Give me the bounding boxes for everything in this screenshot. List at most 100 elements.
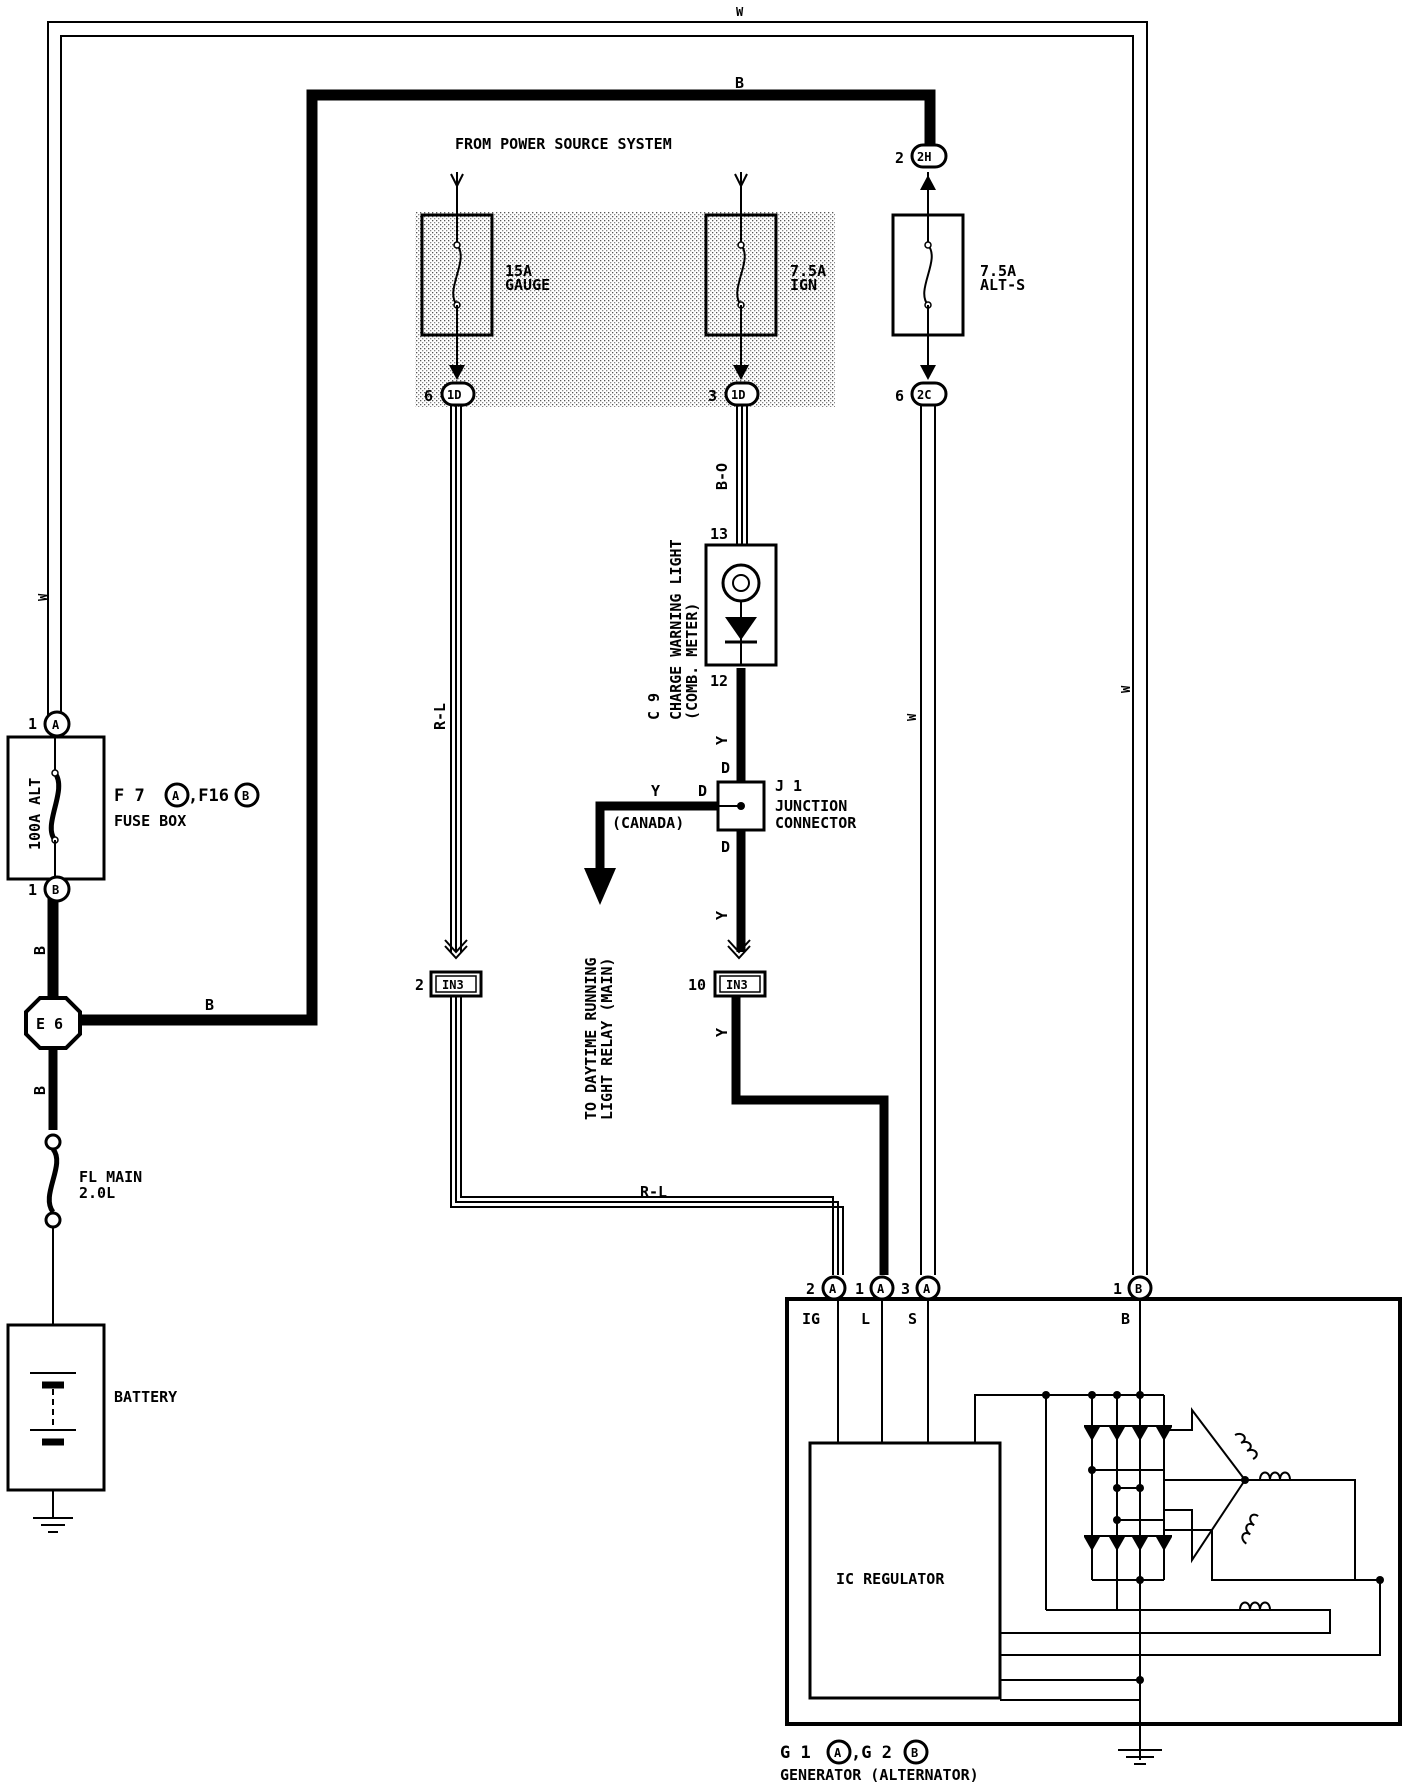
fusebox-conn-b-badge: [234, 782, 260, 808]
fusebox-fuse-label: 100A ALT: [26, 778, 44, 850]
generator-pins: [821, 1275, 1153, 1301]
drl-line2: LIGHT RELAY (MAIN): [598, 957, 616, 1120]
wire-label-b-e6: B: [205, 996, 214, 1014]
junction-part: J 1: [775, 777, 802, 795]
bo-wire: [736, 402, 748, 545]
gen-pin1-conn: A: [829, 1282, 837, 1296]
wire-label-w-b: W: [1119, 685, 1133, 693]
svg-text:10: 10: [688, 976, 706, 994]
drl-line1: TO DAYTIME RUNNING: [582, 957, 600, 1120]
fusebox-name: FUSE BOX: [114, 812, 186, 830]
svg-text:A: A: [52, 718, 60, 732]
gen-term-l: L: [861, 1310, 870, 1328]
charge-warning-light: [704, 543, 778, 667]
gen-term-ig: IG: [802, 1310, 820, 1328]
fusebox-pin-top: 1: [28, 715, 37, 733]
gen-part-sep: ,G 2: [851, 1743, 892, 1763]
gen-pin3-conn: A: [923, 1282, 931, 1296]
wire-label-rl-horiz: R-L: [640, 1183, 667, 1201]
wire-label-b-left1: B: [31, 946, 49, 955]
wire-label-w-s: W: [905, 713, 919, 721]
fuse-gauge: [420, 213, 494, 380]
generator-box: [785, 1297, 1402, 1726]
gen-term-b: B: [1121, 1310, 1130, 1328]
shaded-fuse-area: [415, 212, 835, 407]
rl-wire: [450, 402, 844, 1275]
svg-text:IN3: IN3: [442, 978, 464, 992]
junction-line2: CONNECTOR: [775, 814, 857, 832]
fuse-ign-name: IGN: [790, 276, 817, 294]
fusebox-pin-bot: 1: [28, 881, 37, 899]
svg-text:2: 2: [895, 149, 904, 167]
gen-conn-a-badge: [826, 1739, 852, 1765]
junction-pin-bot: D: [721, 838, 730, 856]
svg-text:E 6: E 6: [36, 1015, 63, 1033]
gen-conn-b-badge: [903, 1739, 929, 1765]
fusebox-conn-a-badge: [164, 782, 190, 808]
drl-arrow-icon: [584, 868, 616, 905]
wire-label-y2: Y: [713, 911, 731, 920]
warning-light-name: CHARGE WARNING LIGHT: [667, 539, 685, 720]
gen-part1: G 1: [780, 1743, 811, 1763]
fusebox-conn-a: A: [172, 789, 180, 803]
fusebox-part-sep: ,F16: [188, 786, 229, 806]
rectifier-diodes: [1084, 1427, 1172, 1551]
gen-pin1-num: 2: [806, 1280, 815, 1298]
wire-label-y-canada: Y: [651, 782, 660, 800]
warning-light-pin-top: 13: [710, 525, 728, 543]
warning-light-sub: (COMB. METER): [683, 603, 701, 720]
battery-label: BATTERY: [114, 1388, 177, 1406]
fuse-ign: [704, 213, 778, 380]
gen-conn-a: A: [834, 1746, 842, 1760]
svg-text:B: B: [52, 883, 59, 897]
fl-main-line1: FL MAIN: [79, 1168, 142, 1186]
gen-term-s: S: [908, 1310, 917, 1328]
svg-text:1D: 1D: [447, 388, 461, 402]
svg-text:6: 6: [895, 387, 904, 405]
fuse-alts-rating: 7.5A: [980, 262, 1016, 280]
gen-pin4-num: 1: [1113, 1280, 1122, 1298]
warning-light-pin-bot: 12: [710, 672, 728, 690]
ic-regulator-label: IC REGULATOR: [836, 1570, 945, 1588]
gen-pin4-conn: B: [1135, 1282, 1142, 1296]
gen-conn-b: B: [911, 1746, 918, 1760]
fuse-alts: [891, 172, 965, 380]
fusebox-part: F 7: [114, 786, 145, 806]
fuse-ign-rating: 7.5A: [790, 262, 826, 280]
stator-coils: [1234, 1433, 1291, 1611]
fuse-box-100a: A B: [6, 710, 106, 903]
rectifier-bars: [1084, 1425, 1172, 1537]
gen-name: GENERATOR (ALTERNATOR): [780, 1766, 979, 1784]
connector-1d-ign: 1D 3: [708, 381, 760, 407]
connector-1d-gauge: 1D 6: [424, 381, 476, 407]
in3-left: IN3 2: [415, 939, 483, 998]
connector-2c: 2C 6: [895, 381, 948, 407]
wire-label-rl-vert: R-L: [431, 703, 449, 730]
svg-text:3: 3: [708, 387, 717, 405]
junction-canada: (CANADA): [612, 814, 684, 832]
wire-label-w-left: W: [36, 593, 50, 601]
in3-right: IN3 10: [688, 939, 767, 998]
wire-label-y1: Y: [713, 736, 731, 745]
gen-pin2-conn: A: [877, 1282, 885, 1296]
power-feed-arrows: [450, 172, 748, 215]
wire-label-b-top: B: [735, 74, 744, 92]
fuse-alts-name: ALT-S: [980, 276, 1025, 294]
ic-regulator-box: [808, 1441, 1002, 1700]
svg-text:2C: 2C: [917, 388, 931, 402]
svg-text:1D: 1D: [731, 388, 745, 402]
generator-ground-icon: [1118, 1724, 1162, 1765]
junction-pin-top: D: [721, 759, 730, 777]
wire-label-b-left2: B: [31, 1086, 49, 1095]
junction-dots: [1042, 1391, 1384, 1684]
gen-pin2-num: 1: [855, 1280, 864, 1298]
junction-connector: [716, 780, 766, 832]
wire-label-bo: B-O: [713, 463, 731, 490]
fusebox-conn-b: B: [242, 789, 249, 803]
b-wire-main: [47, 89, 936, 1026]
connector-e6: E 6: [24, 996, 82, 1050]
warning-light-part: C 9: [645, 693, 663, 720]
w-wire-s: [920, 402, 936, 1275]
w-wire-outer: [47, 21, 1148, 1275]
